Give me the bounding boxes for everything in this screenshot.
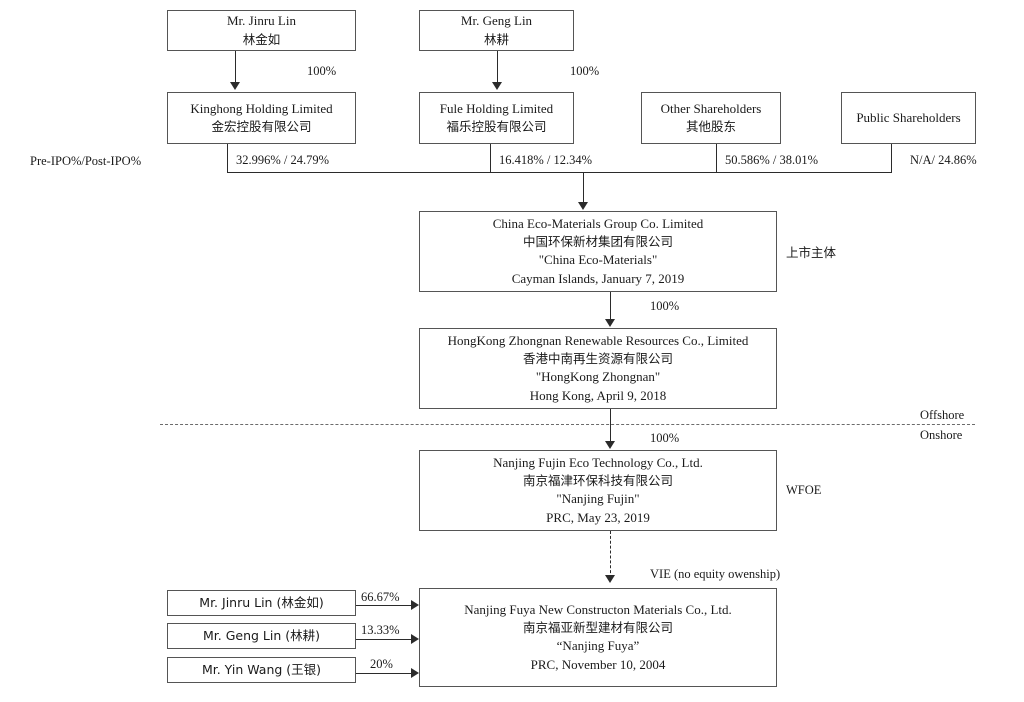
wfoe-short-name: "Nanjing Fujin" <box>556 491 640 507</box>
hk-entity-name-en: HongKong Zhongnan Renewable Resources Co… <box>447 332 749 348</box>
box-listed-entity[interactable]: China Eco-Materials Group Co. Limited 中国… <box>419 211 777 292</box>
pct-jinru-to-kinghong: 100% <box>307 64 337 78</box>
listed-entity-jurisdiction: Cayman Islands, January 7, 2019 <box>511 270 685 286</box>
connector-jinru-to-kinghong <box>235 51 236 84</box>
wfoe-name-en: Nanjing Fujin Eco Technology Co., Ltd. <box>493 454 703 470</box>
connector-geng-to-vie <box>356 639 412 640</box>
vie-shareholder-geng-lin-label: Mr. Geng Lin (林耕) <box>202 628 321 644</box>
pct-public-shareholders: N/A/ 24.86% <box>910 153 977 167</box>
drop-public-shareholders <box>891 144 892 173</box>
box-individual-jinru-lin[interactable]: Mr. Jinru Lin 林金如 <box>167 10 356 51</box>
arrow-geng-to-fule <box>492 82 502 90</box>
other-shareholders-name-en: Other Shareholders <box>660 100 762 116</box>
arrow-listed-to-hk <box>605 319 615 327</box>
public-shareholders-name-en: Public Shareholders <box>856 109 961 125</box>
box-hongkong-zhongnan[interactable]: HongKong Zhongnan Renewable Resources Co… <box>419 328 777 409</box>
hk-entity-jurisdiction: Hong Kong, April 9, 2018 <box>529 387 667 403</box>
vie-shareholder-jinru-lin-label: Mr. Jinru Lin (林金如) <box>199 595 324 611</box>
listed-entity-short-name: "China Eco-Materials" <box>538 252 658 268</box>
wfoe-name-cn: 南京福津环保科技有限公司 <box>522 473 673 489</box>
offshore-label: Offshore <box>920 408 965 422</box>
box-other-shareholders[interactable]: Other Shareholders 其他股东 <box>641 92 781 144</box>
arrow-yin-wang-to-vie <box>411 668 419 678</box>
connector-jinru-to-vie <box>356 605 412 606</box>
pct-geng-to-vie: 13.33% <box>361 623 400 637</box>
pct-fule: 16.418% / 12.34% <box>499 153 593 167</box>
vie-short-name: “Nanjing Fuya” <box>556 638 640 654</box>
pct-other-shareholders: 50.586% / 38.01% <box>725 153 819 167</box>
individual-geng-lin-name-cn: 林耕 <box>483 31 509 47</box>
pct-kinghong: 32.996% / 24.79% <box>236 153 330 167</box>
connector-geng-to-fule <box>497 51 498 84</box>
vie-name-en: Nanjing Fuya New Constructon Materials C… <box>464 601 732 617</box>
other-shareholders-name-cn: 其他股东 <box>685 119 736 135</box>
pct-geng-to-fule: 100% <box>570 64 600 78</box>
connector-bus-to-listed-entity <box>583 172 584 204</box>
box-fule-holding[interactable]: Fule Holding Limited 福乐控股有限公司 <box>419 92 574 144</box>
pct-jinru-to-vie: 66.67% <box>361 590 400 604</box>
connector-listed-to-hk <box>610 292 611 321</box>
box-kinghong-holding[interactable]: Kinghong Holding Limited 金宏控股有限公司 <box>167 92 356 144</box>
arrow-hk-to-wfoe <box>605 441 615 449</box>
ownership-row-label: Pre-IPO%/Post-IPO% <box>30 154 142 168</box>
fule-name-cn: 福乐控股有限公司 <box>446 119 547 135</box>
drop-kinghong <box>227 144 228 173</box>
box-nanjing-fujin-wfoe[interactable]: Nanjing Fujin Eco Technology Co., Ltd. 南… <box>419 450 777 531</box>
arrow-geng-to-vie <box>411 634 419 644</box>
pct-yin-wang-to-vie: 20% <box>370 657 393 671</box>
arrow-jinru-to-vie <box>411 600 419 610</box>
listed-entity-name-cn: 中国环保新材集团有限公司 <box>522 234 673 250</box>
box-individual-geng-lin[interactable]: Mr. Geng Lin 林耕 <box>419 10 574 51</box>
box-vie-shareholder-geng-lin[interactable]: Mr. Geng Lin (林耕) <box>167 623 356 649</box>
listed-entity-name-en: China Eco-Materials Group Co. Limited <box>492 215 704 231</box>
vie-shareholder-yin-wang-label: Mr. Yin Wang (王银) <box>201 662 322 678</box>
shareholder-bus-line <box>227 172 892 173</box>
individual-jinru-lin-name-en: Mr. Jinru Lin <box>227 13 296 29</box>
wfoe-jurisdiction: PRC, May 23, 2019 <box>546 509 650 525</box>
kinghong-name-cn: 金宏控股有限公司 <box>211 119 312 135</box>
drop-fule <box>490 144 491 173</box>
pct-hk-to-wfoe: 100% <box>650 431 680 445</box>
hk-entity-name-cn: 香港中南再生资源有限公司 <box>522 351 673 367</box>
vie-jurisdiction: PRC, November 10, 2004 <box>530 656 666 672</box>
vie-link-label: VIE (no equity owenship) <box>650 567 781 581</box>
hk-entity-short-name: "HongKong Zhongnan" <box>535 369 661 385</box>
box-vie-shareholder-jinru-lin[interactable]: Mr. Jinru Lin (林金如) <box>167 590 356 616</box>
kinghong-name-en: Kinghong Holding Limited <box>190 100 333 116</box>
listed-entity-side-label: 上市主体 <box>786 245 837 260</box>
onshore-label: Onshore <box>920 428 963 442</box>
vie-name-cn: 南京福亚新型建材有限公司 <box>522 620 673 636</box>
box-nanjing-fuya-vie[interactable]: Nanjing Fuya New Constructon Materials C… <box>419 588 777 687</box>
fule-name-en: Fule Holding Limited <box>439 100 554 116</box>
box-public-shareholders[interactable]: Public Shareholders <box>841 92 976 144</box>
connector-hk-to-wfoe <box>610 409 611 443</box>
offshore-onshore-divider <box>160 424 975 425</box>
connector-wfoe-to-vie <box>610 531 611 578</box>
pct-listed-to-hk: 100% <box>650 299 680 313</box>
arrow-wfoe-to-vie <box>605 575 615 583</box>
individual-geng-lin-name-en: Mr. Geng Lin <box>460 13 533 29</box>
arrow-jinru-to-kinghong <box>230 82 240 90</box>
drop-other-shareholders <box>716 144 717 173</box>
arrow-bus-to-listed-entity <box>578 202 588 210</box>
connector-yin-wang-to-vie <box>356 673 412 674</box>
wfoe-side-label: WFOE <box>786 483 822 497</box>
individual-jinru-lin-name-cn: 林金如 <box>242 31 281 47</box>
box-vie-shareholder-yin-wang[interactable]: Mr. Yin Wang (王银) <box>167 657 356 683</box>
